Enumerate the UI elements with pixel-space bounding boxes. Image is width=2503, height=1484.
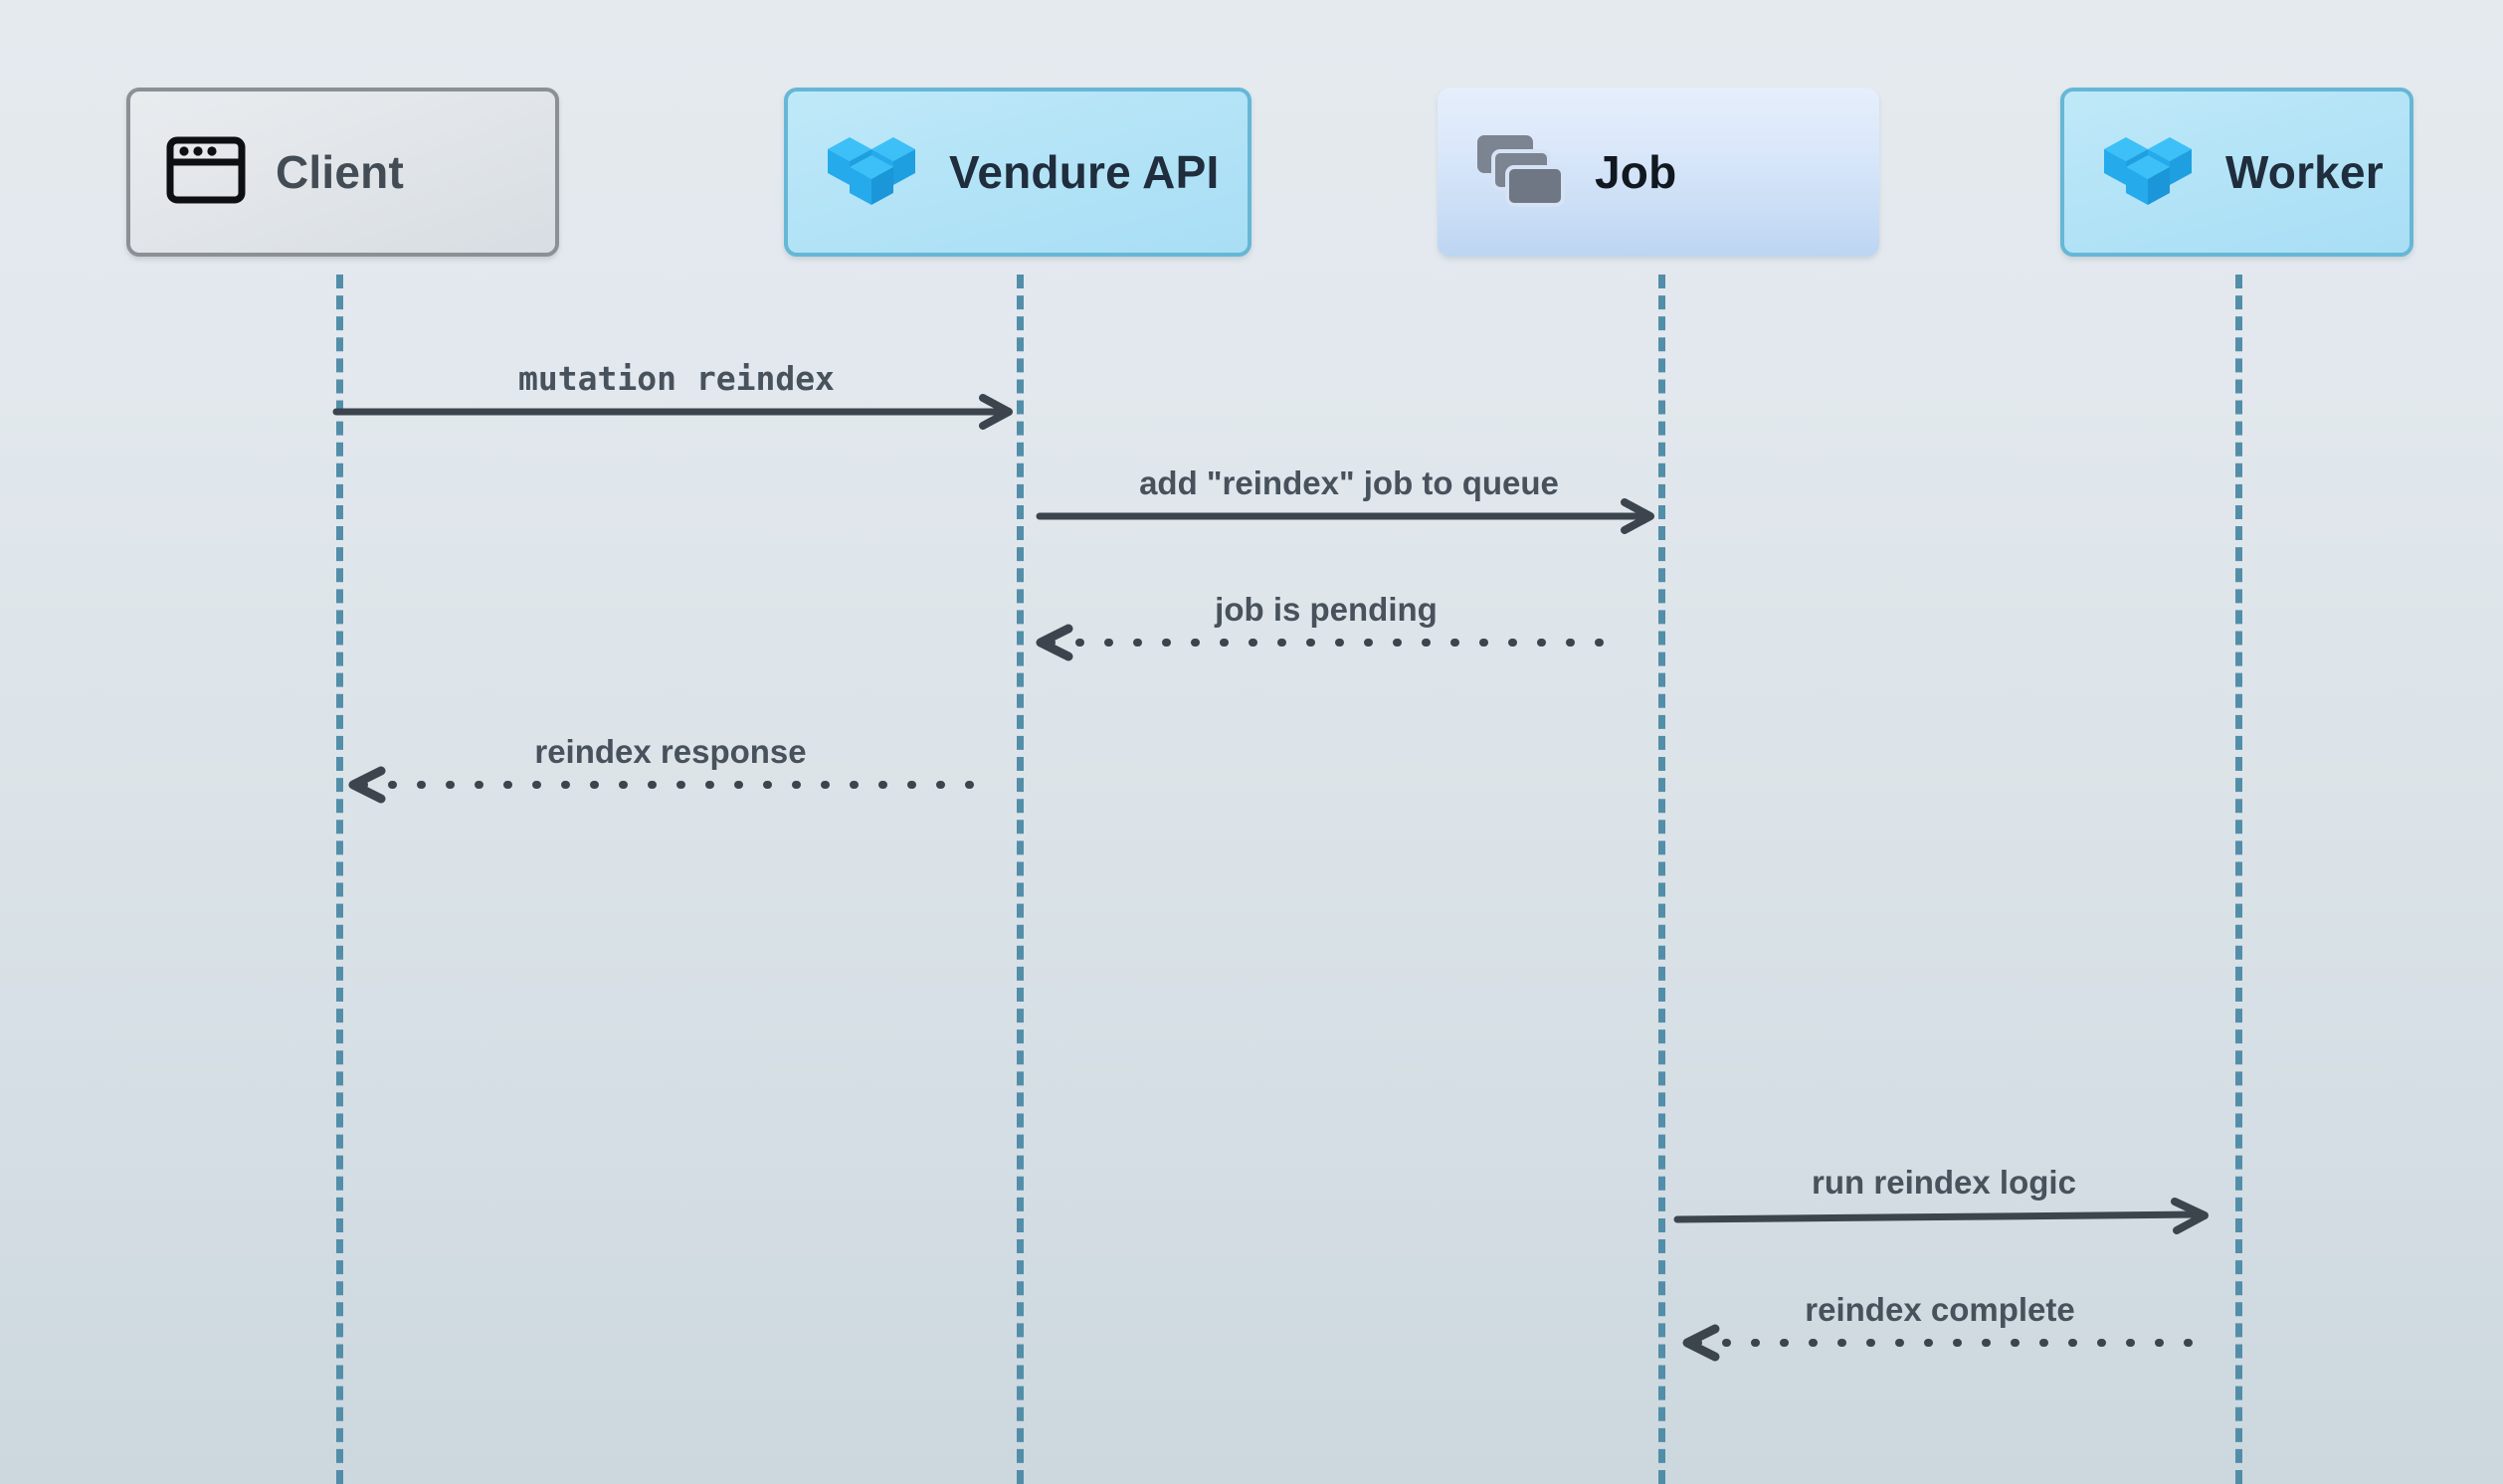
vendure-cubes-icon: [824, 127, 919, 218]
browser-window-icon: [166, 136, 246, 209]
message-label-reindex-response: reindex response: [534, 733, 807, 770]
message-label-reindex-complete: reindex complete: [1805, 1291, 2075, 1328]
participant-client[interactable]: Client: [126, 88, 559, 257]
message-label-add-reindex-job: add "reindex" job to queue: [1139, 464, 1559, 501]
participant-label-worker: Worker: [2225, 146, 2384, 198]
participant-label-vendure-api: Vendure API: [949, 146, 1220, 198]
lifeline-worker: [2235, 275, 2242, 1484]
participant-label-client: Client: [276, 146, 404, 198]
lifeline-job: [1658, 275, 1665, 1484]
participant-label-job: Job: [1595, 146, 1677, 198]
participant-worker[interactable]: Worker: [2060, 88, 2413, 257]
message-label-mutation-reindex: mutation reindex: [518, 359, 835, 398]
lifeline-client: [336, 275, 343, 1484]
participant-job[interactable]: Job: [1438, 88, 1879, 257]
lifeline-vendure-api: [1017, 275, 1024, 1484]
stacked-cards-icon: [1473, 129, 1565, 216]
participant-vendure-api[interactable]: Vendure API: [784, 88, 1252, 257]
message-label-job-pending: job is pending: [1215, 591, 1438, 628]
message-label-run-reindex-logic: run reindex logic: [1812, 1164, 2076, 1201]
vendure-cubes-icon: [2100, 127, 2196, 218]
